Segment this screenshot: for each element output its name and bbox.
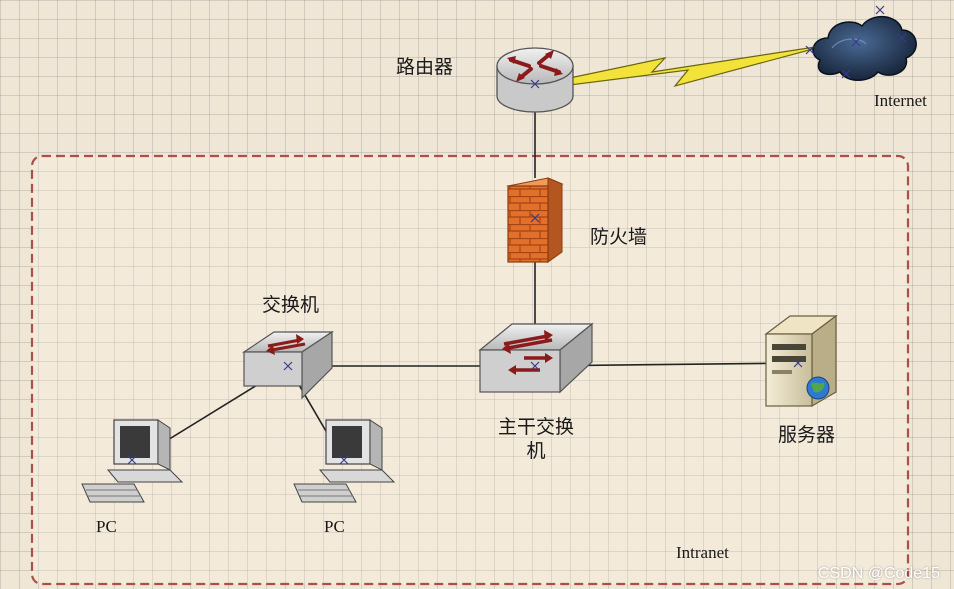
intranet-label: Intranet	[676, 543, 729, 562]
internet-label: Internet	[874, 91, 927, 110]
pc-icon	[293, 419, 396, 503]
router-icon	[496, 47, 574, 113]
intranet-boundary	[30, 154, 910, 586]
switch-label: 交换机	[262, 294, 320, 316]
cloud-icon	[812, 16, 917, 81]
firewall-label: 防火墙	[590, 226, 648, 248]
server-label: 服务器	[778, 424, 836, 446]
pc-icon	[81, 419, 184, 503]
watermark: CSDN @Code15	[817, 565, 940, 582]
router-label: 路由器	[396, 56, 454, 78]
core-switch-icon	[478, 322, 594, 394]
connection-markers	[127, 5, 907, 465]
core-switch-label: 主干交换 机	[497, 416, 574, 462]
firewall-icon	[506, 177, 564, 263]
pc-label-right: PC	[324, 517, 345, 536]
switch-icon	[242, 330, 334, 400]
lightning-icon	[559, 44, 829, 88]
server-icon	[764, 314, 838, 408]
pc-label-left: PC	[96, 517, 117, 536]
